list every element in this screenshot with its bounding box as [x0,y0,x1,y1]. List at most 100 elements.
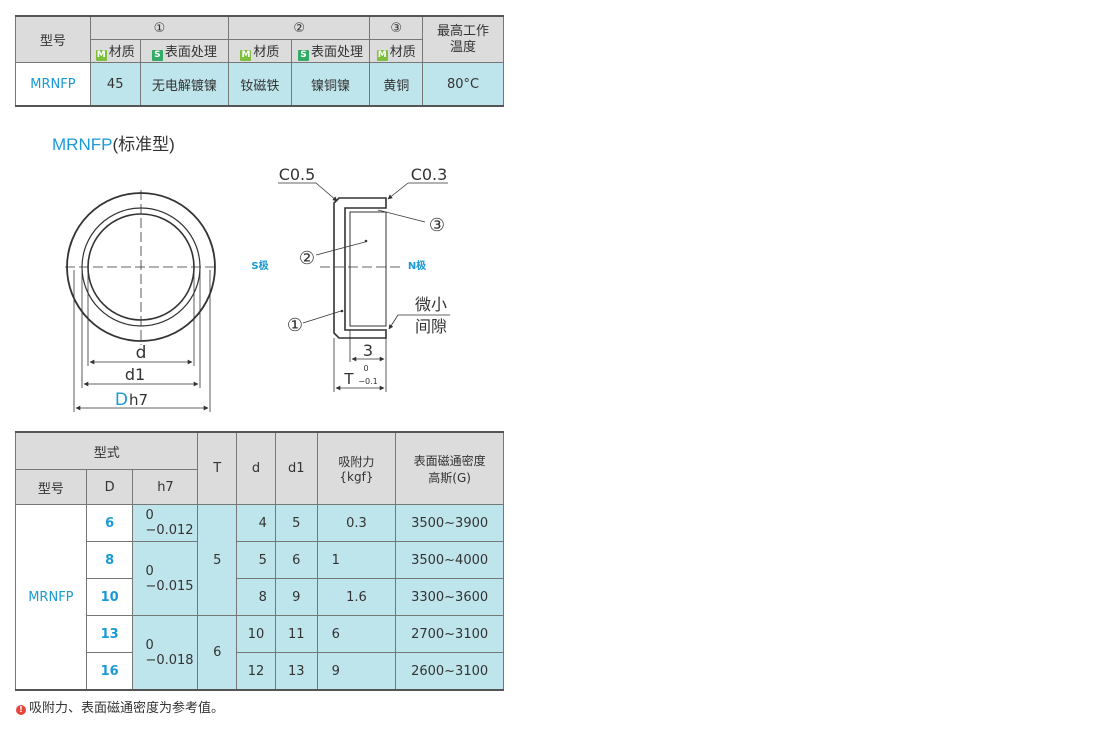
table-row: 13 0−0.018 6 10 11 6 2700~3100 [16,615,504,691]
tol-lower: −0.012 [145,523,194,538]
dim-header-force-unit: {kgf} [339,470,374,484]
dim-flux-value: 2600~3100 [395,652,504,691]
spec-sub-material2-label: 材质 [253,45,280,60]
dim-flux-value: 2700~3100 [395,615,504,653]
tol-lower: −0.015 [145,578,194,594]
table-row: MRNFP 6 0−0.012 5 4 5 0.3 3500~3900 [15,504,504,691]
dim-T-value: 6 [197,615,238,691]
dim-D-value: 16 [85,652,134,691]
cup-outline [333,197,387,339]
spec-sub-material1-label: 材质 [108,45,135,60]
dim-t-upper: 0 [363,364,368,373]
dim-h7-label: h7 [129,391,148,409]
dim-d-value: 12 [236,652,276,691]
micro-gap-label-1: 微小 [415,295,447,314]
dim-force-value: 1.6 [316,578,397,616]
dim-h7-tolerance: 0−0.012 [132,504,199,542]
tol-upper: 0 [145,637,154,653]
part-label-2: ② [299,248,315,269]
dim-d1-value: 5 [274,504,318,542]
dim-header-flux-label: 表面磁通密度 [413,453,486,468]
spec-max-temp-value: 80°C [422,62,504,107]
spec-header-group3: ③ [369,15,424,40]
front-view [65,190,217,412]
s-pole-label: S极 [251,259,269,272]
dim-force-value: 9 [316,652,397,691]
spec-header-max-temp: 最高工作温度 [422,15,504,63]
table-row: 10 8 9 1.6 3300~3600 [16,578,504,616]
dim-flux-value: 3500~3900 [395,504,504,542]
surface-badge-icon: S [151,50,163,61]
dim-d-value: 8 [236,578,276,616]
dim-D-value: 6 [85,504,134,542]
spec-header-max-temp-text: 最高工作温度 [437,23,490,55]
material-badge-icon: M [95,50,107,61]
spec-sub-surface1-label: 表面处理 [164,45,217,60]
dim-d1-value: 13 [274,652,318,691]
spec-surface2-value: 镍铜镍 [290,62,371,107]
dimension-table: 型式 T d d1 吸附力 {kgf} 表面磁通密度 高斯(G) 型号 D h7… [14,431,504,691]
table-row: 16 12 13 9 2600~3100 [16,652,504,691]
footnote-text: 吸附力、表面磁通密度为参考值。 [29,701,225,716]
spec-material1-value: 45 [89,62,141,107]
spec-sub-material3-label: 材质 [389,45,416,60]
n-pole-label: N极 [408,259,427,272]
spec-header-model: 型号 [15,15,91,63]
dim-d-value: 4 [236,504,276,542]
spec-material2-value: 钕磁铁 [228,62,292,107]
dim-header-force: 吸附力 {kgf} [316,431,397,505]
dim-force-value: 6 [316,615,397,653]
footnote: !吸附力、表面磁通密度为参考值。 [16,697,224,716]
dim-flux-value: 3300~3600 [395,578,504,616]
dim-d1-value: 9 [274,578,318,616]
section-title-suffix: (标准型) [112,135,175,154]
dim-d1-value: 11 [274,615,318,653]
dim-d-value: 5 [236,541,276,579]
dim-header-h7: h7 [132,469,199,505]
tol-lower: −0.018 [145,652,194,668]
spec-material3-value: 黄铜 [369,62,424,107]
dim-d-label: d [136,343,147,363]
spec-surface1-value: 无电解镀镍 [139,62,230,107]
dim-d1-label: d1 [125,365,145,384]
dim-header-T: T [197,431,238,505]
surface-badge-icon: S [298,50,310,61]
dim-T-value: 5 [197,504,238,616]
dim-header-flux: 表面磁通密度 高斯(G) [395,431,504,505]
dim-header-d: d [236,431,276,505]
dim-model-value: MRNFP [15,504,87,691]
section-title-model: MRNFP [52,135,113,154]
chamfer-c03-label: C0.3 [411,165,448,184]
tol-upper: 0 [145,508,154,523]
dim-3-label: 3 [363,341,373,360]
material-badge-icon: M [376,50,388,61]
table-row: 8 0−0.015 5 6 1 3500~4000 [16,541,504,616]
side-view [278,182,450,392]
dim-header-type: 型式 [14,431,199,470]
dim-flux-value: 3500~4000 [395,541,504,579]
dim-header-d1: d1 [274,431,318,505]
tol-upper: 0 [145,563,154,579]
part-label-3: ③ [429,215,445,236]
dim-d1-value: 6 [274,541,318,579]
dim-header-D: D [85,469,134,505]
dim-header-force-label: 吸附力 [338,455,375,469]
spec-header-group2: ② [228,15,371,40]
dim-force-value: 0.3 [316,504,397,542]
dim-header-flux-unit: 高斯(G) [428,470,471,485]
spec-header-group1: ① [89,15,230,40]
spec-sub-surface2-label: 表面处理 [311,45,364,60]
chamfer-c05-label: C0.5 [279,165,316,184]
part-label-1: ① [287,315,303,336]
dim-force-value: 1 [316,541,397,579]
dim-t-label: T [343,370,354,388]
dim-h7-tolerance: 0−0.018 [132,615,199,691]
dim-D-value: 13 [85,615,134,653]
spec-model-value: MRNFP [15,62,91,107]
magnet [349,211,387,327]
dim-D-value: 10 [85,578,134,616]
